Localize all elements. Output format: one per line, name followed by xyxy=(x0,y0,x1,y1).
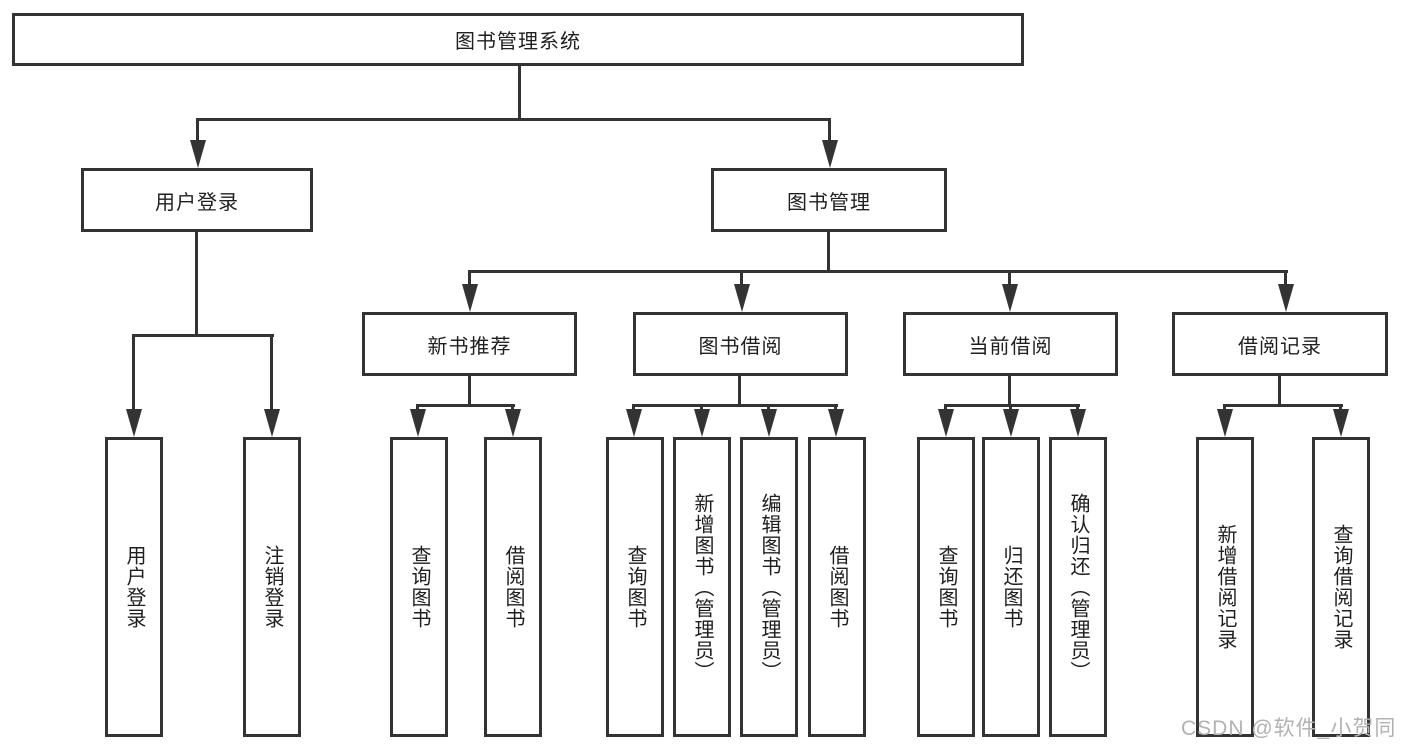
connector-arrow-shaft xyxy=(834,404,837,412)
connector-arrow-shaft xyxy=(828,118,831,144)
connector-arrow-shaft xyxy=(511,404,514,412)
connector-row-new-book-rec xyxy=(416,404,515,407)
connector-row-current-borrow xyxy=(944,404,1080,407)
node-book-borrow: 图书借阅 xyxy=(633,312,848,376)
arrow-down-icon xyxy=(626,409,642,437)
node-borrow-records-label: 借阅记录 xyxy=(1238,335,1322,358)
watermark-text: CSDN @软件_小贺同学 xyxy=(1181,717,1397,740)
leaf-label: 借阅图书 xyxy=(826,545,848,629)
connector-arrow-shaft xyxy=(1339,404,1342,412)
arrow-down-icon xyxy=(1333,409,1349,437)
arrow-down-icon xyxy=(734,284,750,312)
node-leaf-add-books-admin: 新增图书（管理员） xyxy=(673,437,731,737)
connector-arrow-shaft xyxy=(632,404,635,412)
node-new-book-rec-label: 新书推荐 xyxy=(427,335,512,358)
leaf-label: 借阅图书 xyxy=(502,545,524,629)
connector-arrow-shaft xyxy=(468,270,471,287)
arrow-down-icon xyxy=(1217,409,1233,437)
connector-row-l3 xyxy=(468,270,1288,273)
connector-row-borrow-records xyxy=(1223,404,1343,407)
connector-arrow-shaft xyxy=(1223,404,1226,412)
leaf-label: 查询图书 xyxy=(624,545,646,629)
node-root-label: 图书管理系统 xyxy=(455,31,581,53)
connector-arrow-shaft xyxy=(196,118,199,144)
connector-new-book-rec-drop xyxy=(468,374,471,406)
node-root: 图书管理系统 xyxy=(12,13,1024,66)
arrow-down-icon xyxy=(694,409,710,437)
leaf-label: 用户登录 xyxy=(123,545,145,629)
connector-arrow-shaft xyxy=(740,270,743,287)
connector-row-book-borrow xyxy=(632,404,838,407)
arrow-down-icon xyxy=(126,409,142,437)
connector-arrow-shaft xyxy=(1284,270,1287,287)
node-current-borrow: 当前借阅 xyxy=(903,312,1118,376)
connector-arrow-shaft xyxy=(944,404,947,412)
node-leaf-add-borrow-record: 新增借阅记录 xyxy=(1196,437,1254,737)
node-leaf-logout: 注销登录 xyxy=(243,437,301,737)
leaf-label: 编辑图书（管理员） xyxy=(758,492,780,682)
connector-book-mgmt-drop xyxy=(827,230,830,273)
leaf-label: 新增图书（管理员） xyxy=(691,492,713,682)
connector-book-borrow-drop xyxy=(738,374,741,406)
node-leaf-borrow-books: 借阅图书 xyxy=(808,437,866,737)
node-current-borrow-label: 当前借阅 xyxy=(968,335,1053,358)
arrow-down-icon xyxy=(822,140,838,168)
arrow-down-icon xyxy=(1070,409,1086,437)
node-leaf-user-login: 用户登录 xyxy=(105,437,163,737)
connector-root-drop xyxy=(518,64,521,120)
node-leaf-confirm-return-admin: 确认归还（管理员） xyxy=(1049,437,1107,737)
arrow-down-icon xyxy=(264,409,280,437)
arrow-down-icon xyxy=(462,284,478,312)
connector-current-borrow-drop xyxy=(1008,374,1011,406)
arrow-down-icon xyxy=(1278,284,1294,312)
arrow-down-icon xyxy=(828,409,844,437)
leaf-label: 注销登录 xyxy=(261,545,283,629)
connector-arrow-shaft xyxy=(270,334,273,412)
node-user-login-label: 用户登录 xyxy=(155,191,239,214)
connector-borrow-records-drop xyxy=(1278,374,1281,406)
arrow-down-icon xyxy=(1002,284,1018,312)
connector-arrow-shaft xyxy=(1076,404,1079,412)
arrow-down-icon xyxy=(1003,409,1019,437)
node-borrow-records: 借阅记录 xyxy=(1172,312,1388,376)
node-book-mgmt: 图书管理 xyxy=(711,168,947,232)
connector-arrow-shaft xyxy=(1008,270,1011,287)
leaf-label: 新增借阅记录 xyxy=(1214,524,1236,650)
node-leaf-query-borrow-record: 查询借阅记录 xyxy=(1312,437,1370,737)
leaf-label: 归还图书 xyxy=(1000,545,1022,629)
node-leaf-query-books-rec: 查询图书 xyxy=(390,437,448,737)
node-book-borrow-label: 图书借阅 xyxy=(698,335,783,358)
node-leaf-query-books-borrow: 查询图书 xyxy=(606,437,664,737)
leaf-label: 查询图书 xyxy=(935,545,957,629)
connector-row-user-login xyxy=(132,334,274,337)
node-leaf-query-books-current: 查询图书 xyxy=(917,437,975,737)
node-leaf-borrow-books-rec: 借阅图书 xyxy=(484,437,542,737)
node-leaf-edit-books-admin: 编辑图书（管理员） xyxy=(740,437,798,737)
arrow-down-icon xyxy=(761,409,777,437)
arrow-down-icon xyxy=(190,140,206,168)
arrow-down-icon xyxy=(410,409,426,437)
leaf-label: 查询借阅记录 xyxy=(1330,524,1352,650)
arrow-down-icon xyxy=(505,409,521,437)
connector-arrow-shaft xyxy=(767,404,770,412)
node-user-login: 用户登录 xyxy=(81,168,313,232)
connector-arrow-shaft xyxy=(700,404,703,412)
connector-arrow-shaft xyxy=(132,334,135,412)
arrow-down-icon xyxy=(938,409,954,437)
node-book-mgmt-label: 图书管理 xyxy=(787,191,871,214)
connector-user-login-drop xyxy=(195,230,198,336)
node-leaf-return-books: 归还图书 xyxy=(982,437,1040,737)
node-new-book-rec: 新书推荐 xyxy=(362,312,577,376)
leaf-label: 查询图书 xyxy=(408,545,430,629)
connector-arrow-shaft xyxy=(1009,404,1012,412)
leaf-label: 确认归还（管理员） xyxy=(1067,492,1089,682)
connector-row-l2 xyxy=(197,118,831,121)
connector-arrow-shaft xyxy=(416,404,419,412)
